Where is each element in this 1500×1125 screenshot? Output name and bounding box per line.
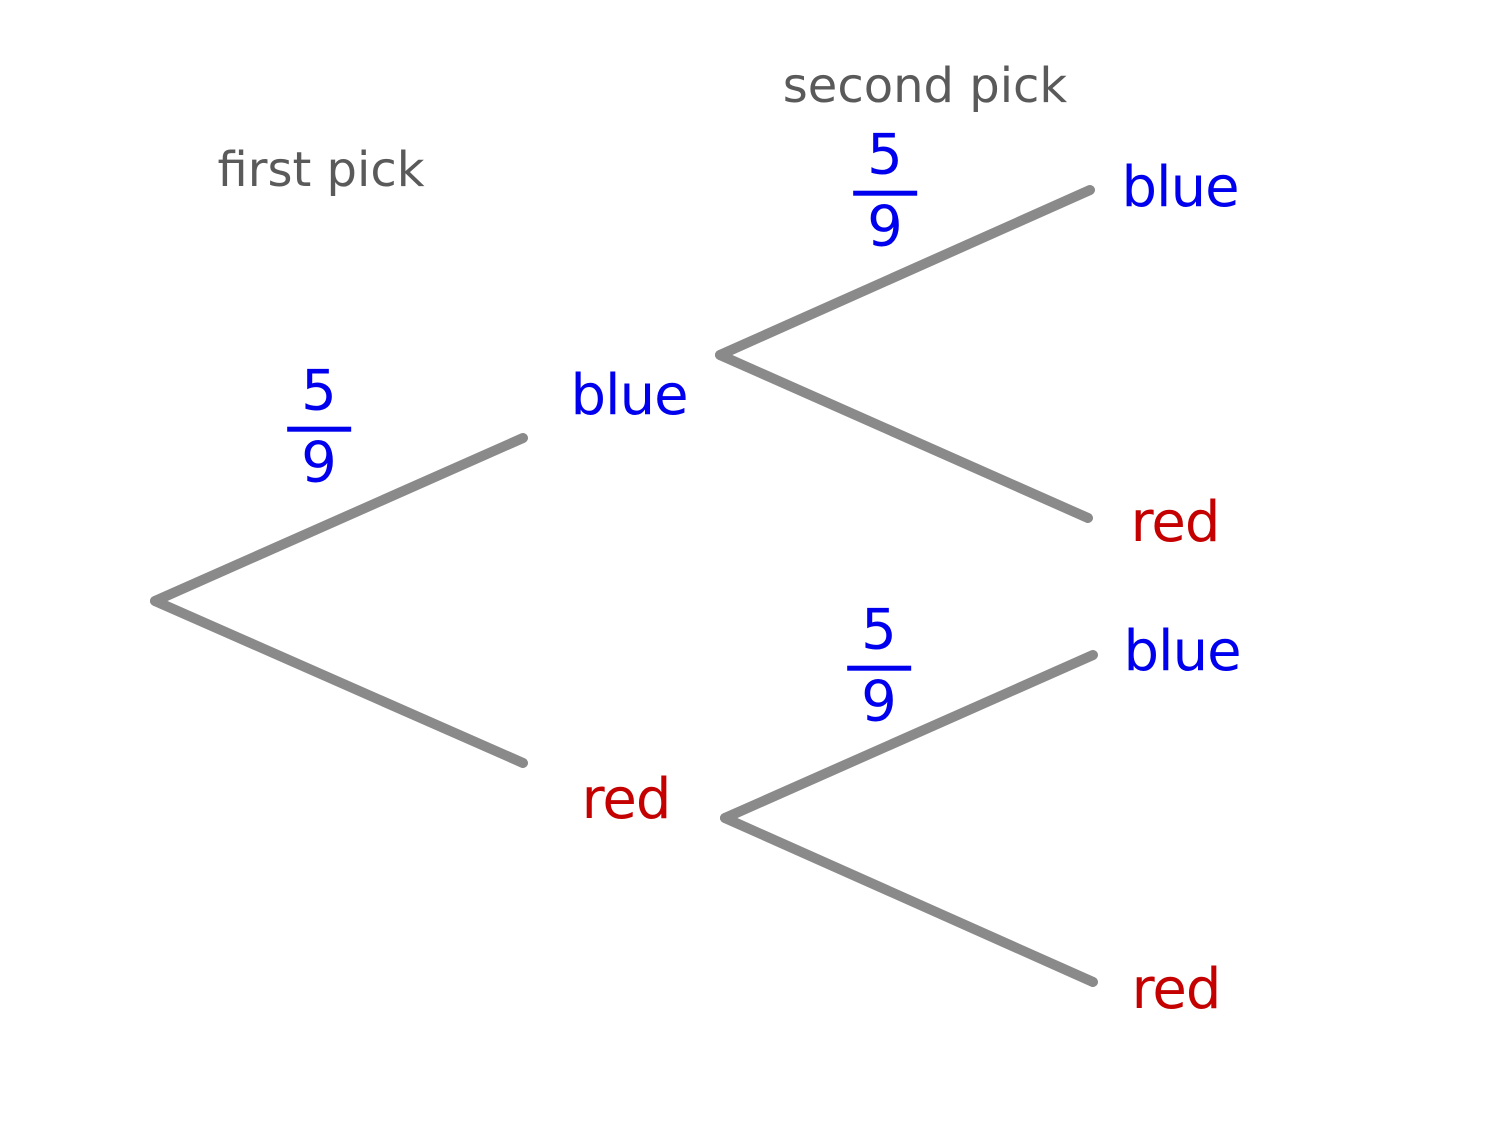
node-second-pick-blue-after-blue: blue (1121, 155, 1239, 220)
fraction-numerator: 5 (847, 601, 911, 671)
node-second-pick-blue-after-red: blue (1123, 619, 1241, 684)
branch-blue-to-blue (715, 185, 1095, 360)
branch-root-to-blue (150, 433, 528, 606)
first-pick-heading: first pick (217, 142, 425, 198)
fraction-denominator: 9 (867, 194, 903, 260)
branch-red-to-blue (720, 650, 1098, 823)
branch-red-to-red (720, 813, 1098, 987)
node-second-pick-red-after-red: red (1131, 957, 1222, 1022)
fraction-numerator: 5 (853, 126, 917, 196)
fraction-denominator: 9 (861, 669, 897, 735)
node-first-pick-red: red (581, 767, 672, 832)
fraction-numerator: 5 (287, 362, 351, 432)
branch-blue-to-red (715, 350, 1093, 523)
branch-root-to-red (150, 596, 528, 768)
probability-fraction-red-blue: 5 9 (847, 601, 911, 735)
probability-fraction-first-blue: 5 9 (287, 362, 351, 496)
probability-fraction-blue-blue: 5 9 (853, 126, 917, 260)
node-second-pick-red-after-blue: red (1130, 490, 1221, 555)
second-pick-heading: second pick (782, 58, 1068, 114)
node-first-pick-blue: blue (570, 363, 688, 428)
fraction-denominator: 9 (301, 430, 337, 496)
